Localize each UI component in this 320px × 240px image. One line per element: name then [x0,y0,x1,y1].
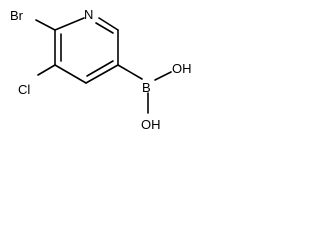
atom-label-bromine: Br [10,8,24,23]
bond-ring-n-c2 [54,17,85,31]
bond-ring-c4-c5-double [86,60,114,77]
atom-label-chlorine: Cl [18,82,30,97]
bond-ring-c4-c5-single [85,64,119,84]
bond-c5-b [117,64,143,80]
atom-label-boron: B [142,80,151,95]
atom-label-hydroxyl-lower: OH [141,117,161,132]
bond-b-oh-upper [154,71,172,81]
atom-label-ring-nitrogen: N [84,7,93,22]
chemical-structure-diagram: Br N Cl B OH OH [10,7,192,132]
bond-ring-c3-c4 [54,64,87,84]
atom-label-hydroxyl-upper: OH [172,61,192,76]
bond-c3-cl [37,64,56,76]
bond-c2-br [35,19,56,31]
bond-ring-n-c6-double [95,22,114,34]
bond-ring-n-c6-single [98,17,119,31]
